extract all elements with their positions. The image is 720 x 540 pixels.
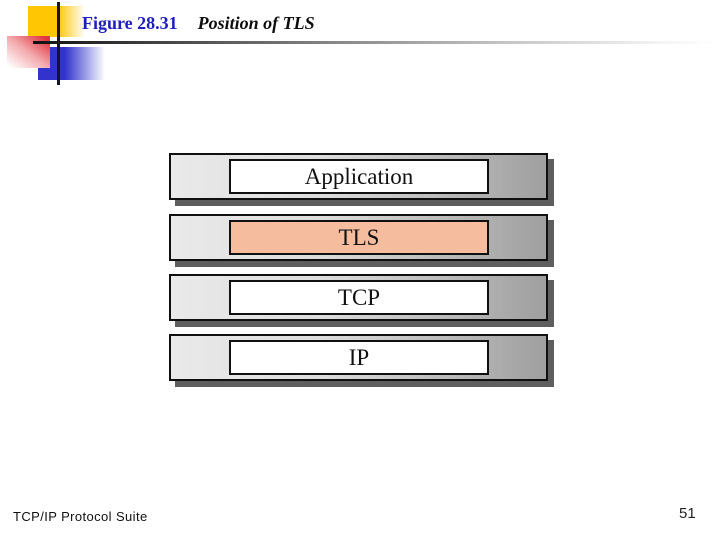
footer-book-title: TCP/IP Protocol Suite <box>13 509 148 524</box>
layer-bar-tls: TLS <box>169 214 548 261</box>
layer-bar-tcp: TCP <box>169 274 548 321</box>
slide-title-row: Figure 28.31 Position of TLS <box>82 12 315 34</box>
layer-bar-application: Application <box>169 153 548 200</box>
slide-page-number: 51 <box>679 505 696 522</box>
protocol-stack-diagram: Application TLS TCP IP <box>169 153 548 388</box>
layer-bar-ip: IP <box>169 334 548 381</box>
logo-yellow-square <box>28 6 85 37</box>
figure-label: Figure 28.31 <box>82 13 178 33</box>
layer-box-ip: IP <box>229 340 489 375</box>
header-divider-line <box>33 41 720 44</box>
layer-box-tcp: TCP <box>229 280 489 315</box>
layer-box-application: Application <box>229 159 489 194</box>
figure-title: Position of TLS <box>197 13 315 33</box>
layer-box-tls: TLS <box>229 220 489 255</box>
